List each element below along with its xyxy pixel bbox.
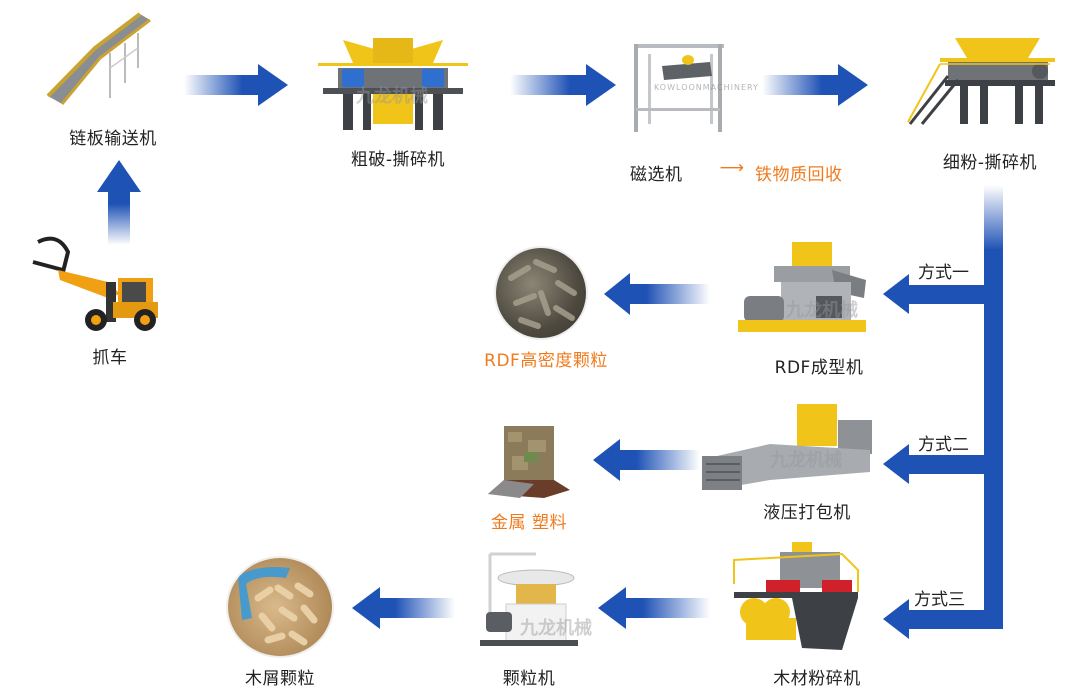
label-grab-truck: 抓车 xyxy=(92,348,128,368)
label-coarse-shredder: 粗破-撕碎机 xyxy=(350,150,446,170)
arrow-rdf-machine-to-pellets xyxy=(604,273,710,315)
wheel-loader-grab-icon xyxy=(32,236,158,331)
label-method-3: 方式三 xyxy=(914,590,965,610)
wood-pellets-icon xyxy=(228,558,332,656)
watermark-cn: 九龙机械 xyxy=(520,618,592,639)
arrow-conveyor-to-coarse-shredder xyxy=(184,64,288,106)
label-method-1: 方式一 xyxy=(918,263,969,283)
arrow-wood-crusher-to-pellet-mill xyxy=(598,587,710,629)
arrow-baler-to-metal-plastic xyxy=(593,439,700,481)
label-method-2: 方式二 xyxy=(918,435,969,455)
arrow-method-2 xyxy=(883,444,1003,484)
watermark-en: KOWLOONMACHINERY xyxy=(654,83,759,92)
rdf-pellets-icon xyxy=(496,248,586,338)
label-wood-crusher: 木材粉碎机 xyxy=(773,669,861,689)
label-magnetic-separator: 磁选机 xyxy=(630,165,683,185)
watermark-cn: 九龙机械 xyxy=(770,450,842,471)
wood-crusher-icon xyxy=(733,542,859,650)
arrow-magnetic-to-fine-shredder xyxy=(762,64,868,106)
hydraulic-baler-icon xyxy=(702,404,872,490)
arrow-pellet-mill-to-wood-pellets xyxy=(352,587,455,629)
label-wood-pellets: 木屑颗粒 xyxy=(245,669,315,689)
label-iron-recovery: 铁物质回收 xyxy=(755,165,843,185)
label-rdf-pellets: RDF高密度颗粒 xyxy=(484,351,608,371)
pellet-press-icon xyxy=(738,242,866,332)
label-rdf-machine: RDF成型机 xyxy=(774,358,864,378)
arrow-grab-to-conveyor xyxy=(97,160,141,245)
watermark-cn: 九龙机械 xyxy=(786,300,858,321)
vertical-pellet-mill-icon xyxy=(480,552,578,646)
inline-arrow-icon: ⟶ xyxy=(719,158,745,178)
arrow-method-1 xyxy=(883,274,1003,314)
bale-block-icon xyxy=(488,426,570,498)
label-chain-conveyor: 链板输送机 xyxy=(69,129,157,149)
chain-conveyor-icon xyxy=(46,12,151,105)
arrow-method-3 xyxy=(883,599,1003,639)
shredder-with-stairs-icon xyxy=(907,38,1055,125)
label-metal-plastic: 金属 塑料 xyxy=(491,513,567,533)
label-pellet-mill: 颗粒机 xyxy=(502,669,556,689)
magnetic-separator-icon xyxy=(634,44,724,132)
label-fine-shredder: 细粉-撕碎机 xyxy=(942,153,1038,173)
arrow-coarse-to-magnetic xyxy=(510,64,616,106)
twin-shaft-shredder-icon xyxy=(318,38,468,130)
watermark-cn: 九龙机械 xyxy=(356,86,428,107)
arrow-trunk-vertical xyxy=(984,185,1003,629)
label-baler: 液压打包机 xyxy=(763,503,851,523)
